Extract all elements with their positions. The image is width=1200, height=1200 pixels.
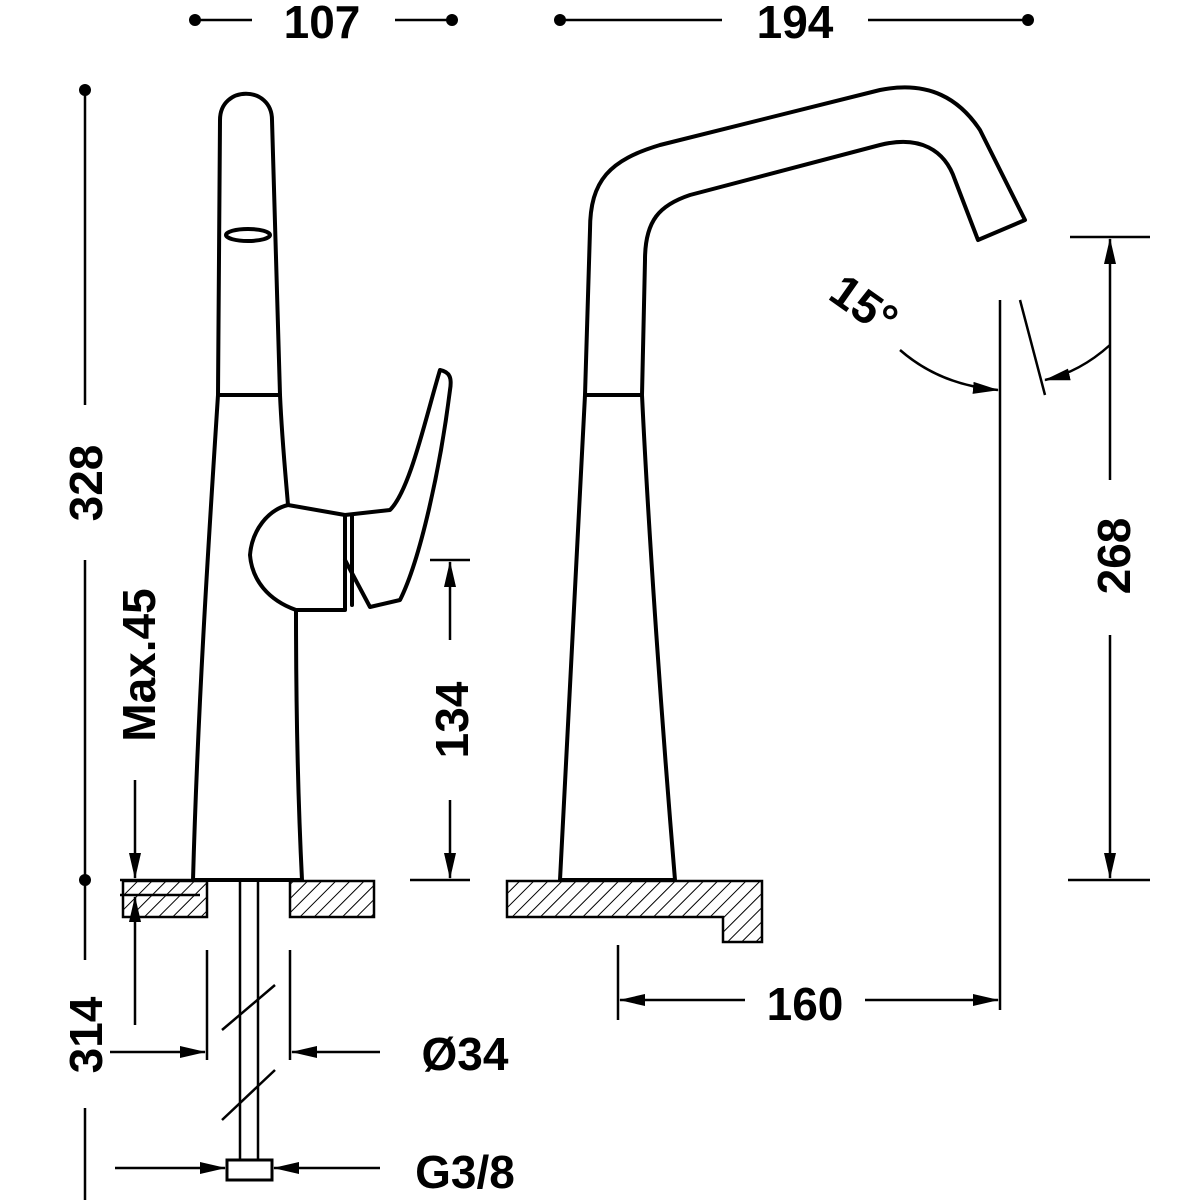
dimension-268: 268 [1068, 235, 1150, 882]
dimension-328: 328 [60, 84, 112, 886]
dimension-label: 15° [821, 264, 908, 346]
dimension-label: 194 [757, 0, 834, 48]
dimension-label: G3/8 [415, 1146, 515, 1198]
dimension-134: 134 [410, 558, 478, 882]
faucet-front-view [558, 85, 1027, 882]
dimension-thread: G3/8 [115, 1146, 515, 1198]
countertop-left [121, 879, 376, 919]
dimension-label: 134 [426, 681, 478, 758]
dimension-194: 194 [554, 0, 1034, 48]
dimension-angle: 15° [821, 264, 1111, 1010]
countertop-right [505, 879, 764, 944]
dimension-diameter: Ø34 [110, 1028, 509, 1080]
dimension-107: 107 [189, 0, 458, 48]
dimension-label: 314 [60, 996, 112, 1073]
dimension-label: 268 [1088, 518, 1140, 595]
dimension-label: 160 [767, 978, 844, 1030]
dimension-label: Ø34 [422, 1028, 509, 1080]
dimension-label: 328 [60, 445, 112, 522]
dimension-label: Max.45 [113, 588, 165, 741]
dimension-max45: Max.45 [113, 588, 200, 1025]
faucet-side-view [191, 91, 453, 1182]
dimension-label: 107 [284, 0, 361, 48]
dimension-314: 314 [60, 880, 112, 1200]
dimension-160: 160 [616, 945, 999, 1030]
